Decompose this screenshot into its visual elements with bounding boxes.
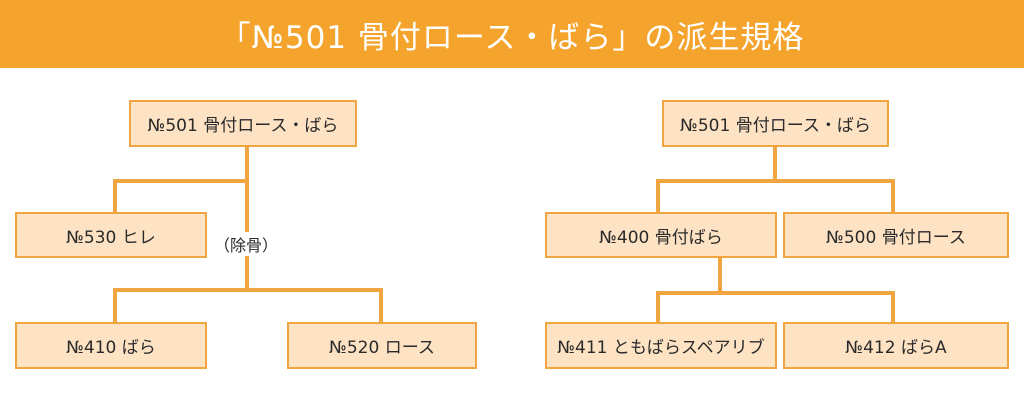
- right-child-bara-a-box: №412 ばらA: [783, 322, 1009, 369]
- left-child-loin-label: №520 ロース: [329, 338, 435, 358]
- left-root-label: №501 骨付ロース・ばら: [147, 116, 339, 136]
- right-branch-bone-in-bara-label: №400 骨付ばら: [599, 227, 723, 248]
- right-child-spareribs-box: №411 ともばらスペアリブ: [545, 322, 777, 369]
- left-child-bara-label: №410 ばら: [66, 338, 156, 358]
- left-child-loin-box: №520 ロース: [287, 322, 477, 369]
- left-branch-fillet-label: №530 ヒレ: [66, 227, 156, 248]
- right-child-bara-a-label: №412 ばらA: [845, 338, 947, 358]
- right-child-spareribs-label: №411 ともばらスペアリブ: [557, 338, 765, 358]
- right-branch-bone-in-loin-box: №500 骨付ロース: [783, 212, 1009, 258]
- title-banner: 「№501 骨付ロース・ばら」の派生規格: [0, 0, 1024, 68]
- left-branch-fillet-box: №530 ヒレ: [15, 212, 207, 258]
- deboned-label: （除骨）: [212, 232, 281, 256]
- right-root-label: №501 骨付ロース・ばら: [680, 116, 871, 136]
- right-branch-bone-in-bara-box: №400 骨付ばら: [545, 212, 777, 258]
- right-root-box: №501 骨付ロース・ばら: [662, 100, 889, 147]
- left-child-bara-box: №410 ばら: [15, 322, 207, 369]
- diagram-title: 「№501 骨付ロース・ばら」の派生規格: [219, 19, 805, 56]
- right-branch-bone-in-loin-label: №500 骨付ロース: [826, 227, 966, 248]
- left-root-box: №501 骨付ロース・ばら: [129, 100, 357, 147]
